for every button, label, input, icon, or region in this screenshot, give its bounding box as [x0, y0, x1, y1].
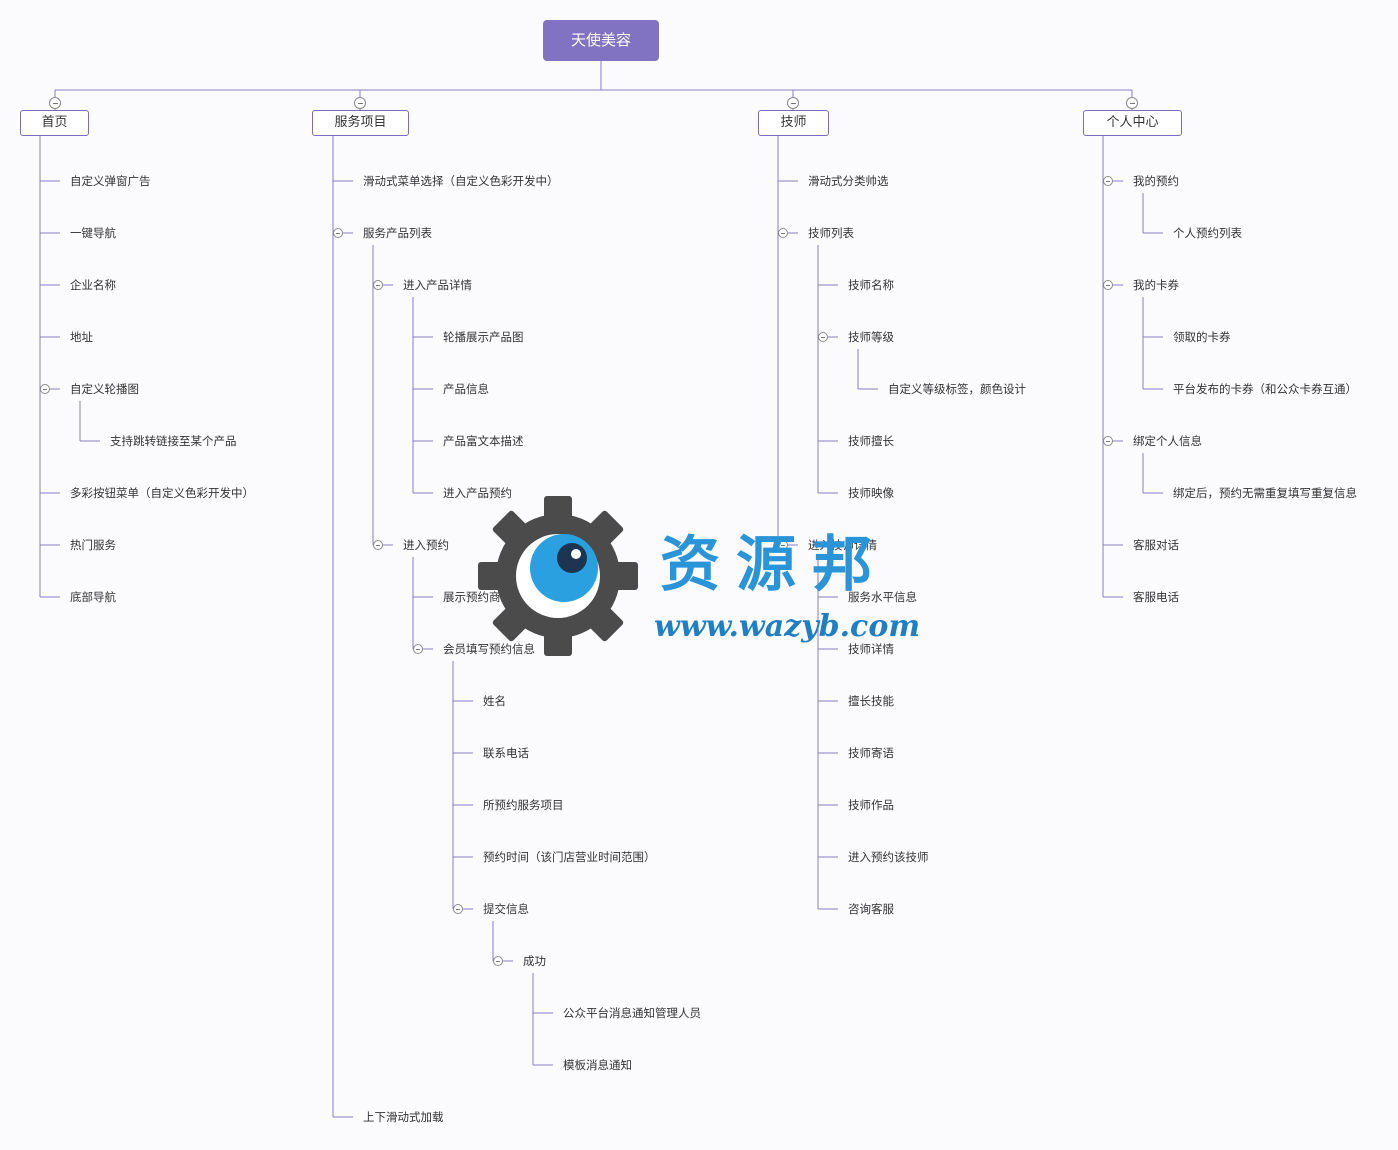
- node-label[interactable]: 服务产品列表: [363, 226, 432, 240]
- node-label[interactable]: 提交信息: [483, 902, 529, 916]
- node-label[interactable]: 技师等级: [848, 330, 894, 344]
- node-label[interactable]: 个人预约列表: [1173, 226, 1242, 240]
- node-label[interactable]: 多彩按钮菜单（自定义色彩开发中）: [70, 486, 254, 500]
- node-label[interactable]: 成功: [523, 954, 546, 968]
- node-label[interactable]: 自定义弹窗广告: [70, 174, 151, 188]
- node-label[interactable]: 客服电话: [1133, 590, 1179, 604]
- node-label[interactable]: 进入预约该技师: [848, 850, 929, 864]
- node-label[interactable]: 咨询客服: [848, 902, 894, 916]
- collapse-toggle-icon[interactable]: [1103, 176, 1113, 186]
- collapse-toggle-icon[interactable]: [1103, 436, 1113, 446]
- node-label[interactable]: 底部导航: [70, 590, 116, 604]
- collapse-toggle-icon[interactable]: [40, 384, 50, 394]
- collapse-toggle-icon[interactable]: [373, 540, 383, 550]
- node-label[interactable]: 服务水平信息: [848, 590, 917, 604]
- node-label[interactable]: 支持跳转链接至某个产品: [110, 434, 237, 448]
- node-label[interactable]: 公众平台消息通知管理人员: [563, 1006, 701, 1020]
- node-label[interactable]: 自定义轮播图: [70, 382, 139, 396]
- node-label[interactable]: 进入技师详情: [808, 538, 877, 552]
- node-label[interactable]: 技师详情: [848, 642, 894, 656]
- collapse-toggle-icon[interactable]: [818, 332, 828, 342]
- node-label[interactable]: 技师擅长: [848, 434, 894, 448]
- node-label[interactable]: 技师列表: [808, 226, 854, 240]
- node-label[interactable]: 我的预约: [1133, 174, 1179, 188]
- node-label[interactable]: 我的卡券: [1133, 278, 1179, 292]
- collapse-toggle-icon[interactable]: [778, 228, 788, 238]
- collapse-toggle-icon[interactable]: [413, 644, 423, 654]
- node-label[interactable]: 绑定个人信息: [1133, 434, 1202, 448]
- node-label[interactable]: 所预约服务项目: [483, 798, 564, 812]
- node-label[interactable]: 技师作品: [848, 798, 894, 812]
- node-label[interactable]: 一键导航: [70, 226, 116, 240]
- node-label[interactable]: 预约时间（该门店营业时间范围）: [483, 850, 656, 864]
- node-label[interactable]: 擅长技能: [848, 694, 894, 708]
- branch-technicians[interactable]: 技师: [758, 110, 829, 136]
- collapse-toggle-icon[interactable]: [1126, 97, 1138, 109]
- node-label[interactable]: 模板消息通知: [563, 1058, 632, 1072]
- node-label[interactable]: 展示预约商品信息: [443, 590, 535, 604]
- node-label[interactable]: 上下滑动式加载: [363, 1110, 444, 1124]
- node-label[interactable]: 产品富文本描述: [443, 434, 524, 448]
- node-label[interactable]: 地址: [70, 330, 93, 344]
- node-label[interactable]: 轮播展示产品图: [443, 330, 524, 344]
- node-label[interactable]: 客服对话: [1133, 538, 1179, 552]
- collapse-toggle-icon[interactable]: [493, 956, 503, 966]
- branch-profile[interactable]: 个人中心: [1083, 110, 1182, 136]
- node-label[interactable]: 进入预约: [403, 538, 449, 552]
- node-label[interactable]: 技师映像: [848, 486, 894, 500]
- node-label[interactable]: 技师名称: [848, 278, 894, 292]
- collapse-toggle-icon[interactable]: [1103, 280, 1113, 290]
- node-label[interactable]: 平台发布的卡券（和公众卡券互通）: [1173, 382, 1357, 396]
- collapse-toggle-icon[interactable]: [354, 97, 366, 109]
- node-label[interactable]: 进入产品详情: [403, 278, 472, 292]
- node-label[interactable]: 联系电话: [483, 746, 529, 760]
- collapse-toggle-icon[interactable]: [49, 97, 61, 109]
- node-label[interactable]: 企业名称: [70, 278, 116, 292]
- branch-services[interactable]: 服务项目: [312, 110, 409, 136]
- collapse-toggle-icon[interactable]: [787, 97, 799, 109]
- node-label[interactable]: 姓名: [483, 694, 506, 708]
- node-label[interactable]: 技师寄语: [848, 746, 894, 760]
- node-label[interactable]: 绑定后，预约无需重复填写重复信息: [1173, 486, 1357, 500]
- node-label[interactable]: 热门服务: [70, 538, 116, 552]
- collapse-toggle-icon[interactable]: [333, 228, 343, 238]
- branch-home[interactable]: 首页: [20, 110, 89, 136]
- collapse-toggle-icon[interactable]: [453, 904, 463, 914]
- node-label[interactable]: 进入产品预约: [443, 486, 512, 500]
- node-label[interactable]: 领取的卡券: [1173, 330, 1231, 344]
- node-label[interactable]: 滑动式分类帅选: [808, 174, 889, 188]
- node-label[interactable]: 会员填写预约信息: [443, 642, 535, 656]
- root-node[interactable]: 天使美容: [543, 20, 659, 61]
- node-label[interactable]: 滑动式菜单选择（自定义色彩开发中）: [363, 174, 559, 188]
- node-label[interactable]: 产品信息: [443, 382, 489, 396]
- collapse-toggle-icon[interactable]: [373, 280, 383, 290]
- collapse-toggle-icon[interactable]: [778, 540, 788, 550]
- node-label[interactable]: 自定义等级标签，颜色设计: [888, 382, 1026, 396]
